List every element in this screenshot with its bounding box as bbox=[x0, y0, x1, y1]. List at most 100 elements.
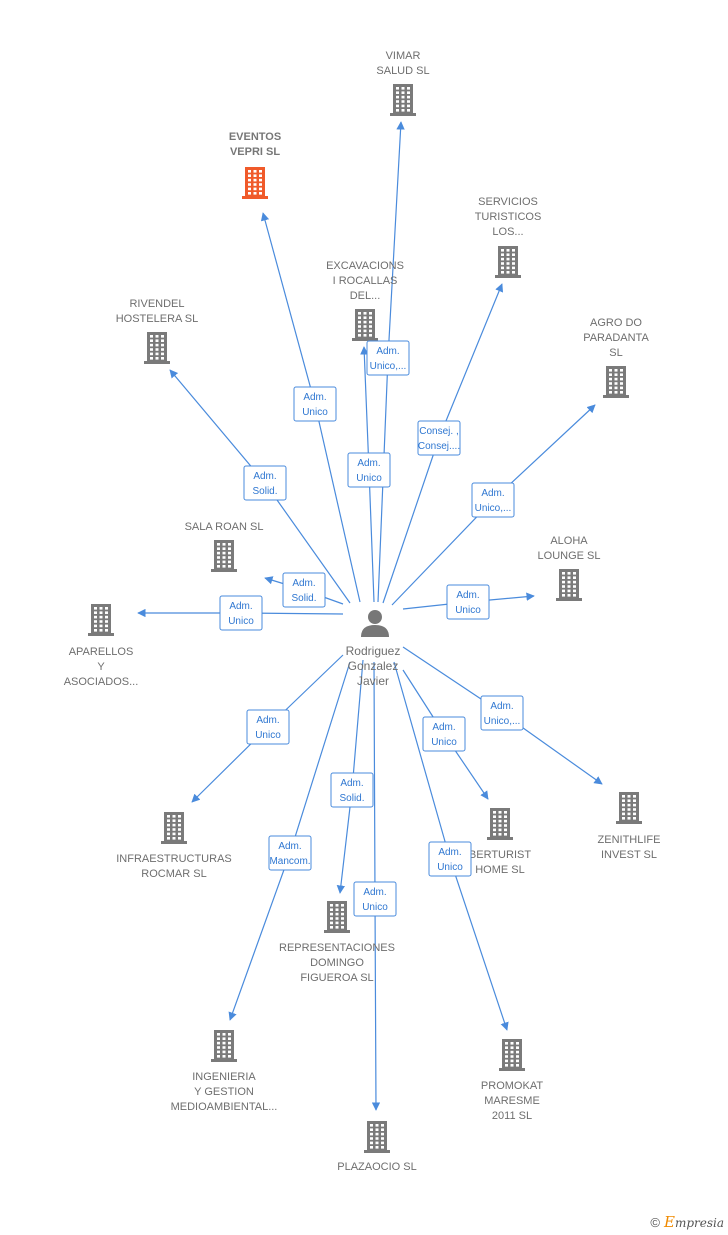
building-icon[interactable] bbox=[364, 1121, 390, 1153]
node-label: BERTURIST bbox=[469, 849, 531, 861]
node-label: INFRAESTRUCTURAS bbox=[116, 853, 232, 865]
building-icon[interactable] bbox=[487, 808, 513, 840]
edge-label-representaciones[interactable]: Adm.Solid. bbox=[330, 772, 374, 808]
building-icon[interactable] bbox=[499, 1039, 525, 1071]
building-icon[interactable] bbox=[352, 309, 378, 341]
node-excavacions[interactable]: EXCAVACIONS I ROCALLAS DEL... bbox=[326, 260, 404, 341]
building-icon[interactable] bbox=[390, 84, 416, 116]
edge-label-text: Unico,... bbox=[370, 361, 407, 372]
building-icon[interactable] bbox=[616, 792, 642, 824]
edge-label-text: Adm. bbox=[229, 601, 252, 612]
edge-labels-layer: Adm. Unico,... Adm. Unico Consej. , Consej...… bbox=[219, 340, 524, 917]
node-aparellos[interactable]: APARELLOSYASOCIADOS... bbox=[64, 604, 139, 688]
edge-label-text: Unico bbox=[431, 737, 457, 748]
node-aloha[interactable]: ALOHA LOUNGE SL bbox=[538, 535, 601, 601]
edge-label-rivendel[interactable]: Adm.Solid. bbox=[243, 465, 287, 501]
building-icon[interactable] bbox=[603, 366, 629, 398]
edge-label-text: Adm. bbox=[340, 778, 363, 789]
node-label: SALA ROAN SL bbox=[185, 521, 264, 533]
edge-label-text: Unico bbox=[228, 616, 254, 627]
edge-label-text: Unico,... bbox=[475, 503, 512, 514]
edge-label-text: Adm. bbox=[256, 715, 279, 726]
edge-label-text: Adm. bbox=[456, 590, 479, 601]
edge-label-text: Consej.... bbox=[418, 441, 460, 452]
node-label: TURISTICOS bbox=[475, 211, 542, 223]
center-name-line: Javier bbox=[357, 674, 389, 688]
node-label: MEDIOAMBIENTAL... bbox=[171, 1101, 278, 1113]
edge-label-agro[interactable]: Adm. Unico,... bbox=[471, 482, 515, 518]
node-label: DOMINGO bbox=[310, 957, 364, 969]
node-label: FIGUEROA SL bbox=[300, 972, 373, 984]
node-plazaocio[interactable]: PLAZAOCIO SL bbox=[337, 1121, 417, 1173]
node-servicios[interactable]: SERVICIOSTURISTICOSLOS... bbox=[475, 196, 542, 278]
building-icon[interactable] bbox=[556, 569, 582, 601]
edge-label-text: Unico bbox=[255, 730, 281, 741]
node-label: ROCMAR SL bbox=[141, 868, 206, 880]
node-label: EXCAVACIONS bbox=[326, 260, 404, 272]
edge-label-servicios[interactable]: Consej. , Consej.... bbox=[417, 420, 461, 456]
edge-label-vimar[interactable]: Adm. Unico,... bbox=[366, 340, 410, 376]
building-icon[interactable] bbox=[161, 812, 187, 844]
node-label: ALOHA bbox=[550, 535, 588, 547]
edge-label-text: Adm. bbox=[363, 887, 386, 898]
edge-label-text: Adm. bbox=[376, 346, 399, 357]
node-label: 2011 SL bbox=[492, 1110, 532, 1122]
building-icon[interactable] bbox=[324, 901, 350, 933]
edge-label-text: Adm. bbox=[357, 458, 380, 469]
edge-label-salaroan[interactable]: Adm.Solid. bbox=[282, 572, 326, 608]
node-ingenieria[interactable]: INGENIERIA Y GESTION MEDIOAMBIENTAL... bbox=[171, 1030, 278, 1113]
edge-label-berturist[interactable]: Adm.Unico bbox=[422, 716, 466, 752]
building-icon[interactable] bbox=[242, 167, 268, 199]
edge-label-text: Adm. bbox=[438, 847, 461, 858]
node-label: I ROCALLAS bbox=[333, 275, 398, 287]
building-icon[interactable] bbox=[144, 332, 170, 364]
node-salaroan[interactable]: SALA ROAN SL bbox=[185, 521, 264, 572]
edge-label-excavacions[interactable]: Adm. Unico bbox=[347, 452, 391, 488]
building-icon[interactable] bbox=[88, 604, 114, 636]
edge-label-text: Adm. bbox=[481, 488, 504, 499]
edge-label-eventos[interactable]: Adm.Unico bbox=[293, 386, 337, 422]
node-label: VIMAR bbox=[386, 50, 421, 62]
edge-label-zenithlife[interactable]: Adm.Unico,... bbox=[480, 695, 524, 731]
edge-label-infra[interactable]: Adm. Unico bbox=[246, 709, 290, 745]
footer-brand: ©Empresia bbox=[650, 1213, 724, 1231]
person-icon[interactable] bbox=[361, 610, 389, 637]
node-label: Y GESTION bbox=[194, 1086, 254, 1098]
edge-label-plazaocio[interactable]: Adm. Unico bbox=[353, 881, 397, 917]
building-icon[interactable] bbox=[211, 540, 237, 572]
node-label: SL bbox=[609, 347, 622, 359]
node-label: AGRO DO bbox=[590, 317, 642, 329]
edge-label-text: Unico bbox=[362, 902, 388, 913]
node-label: LOUNGE SL bbox=[538, 550, 601, 562]
node-label: VEPRI SL bbox=[230, 146, 280, 158]
building-icon[interactable] bbox=[211, 1030, 237, 1062]
node-label: ASOCIADOS... bbox=[64, 676, 139, 688]
node-label: ZENITHLIFE bbox=[598, 834, 661, 846]
edge-label-aloha[interactable]: Adm. Unico bbox=[446, 584, 490, 620]
edge-label-text: Unico bbox=[455, 605, 481, 616]
center-name-line: Rodriguez bbox=[346, 644, 401, 658]
edge-label-promokat[interactable]: Adm.Unico bbox=[428, 841, 472, 877]
node-label: INGENIERIA bbox=[192, 1071, 256, 1083]
edge-label-text: Consej. , bbox=[419, 426, 458, 437]
edge-label-text: Adm. bbox=[292, 578, 315, 589]
edge-label-ingenieria[interactable]: Adm.Mancom. bbox=[268, 835, 312, 871]
edge-label-text: Solid. bbox=[252, 486, 277, 497]
edge-label-aparellos[interactable]: Adm. Unico bbox=[219, 595, 263, 631]
edge-label-text: Mancom. bbox=[269, 856, 310, 867]
building-icon[interactable] bbox=[495, 246, 521, 278]
node-infra[interactable]: INFRAESTRUCTURAS ROCMAR SL bbox=[116, 812, 232, 880]
edge-label-text: Unico bbox=[356, 473, 382, 484]
node-label: DEL... bbox=[350, 290, 381, 302]
